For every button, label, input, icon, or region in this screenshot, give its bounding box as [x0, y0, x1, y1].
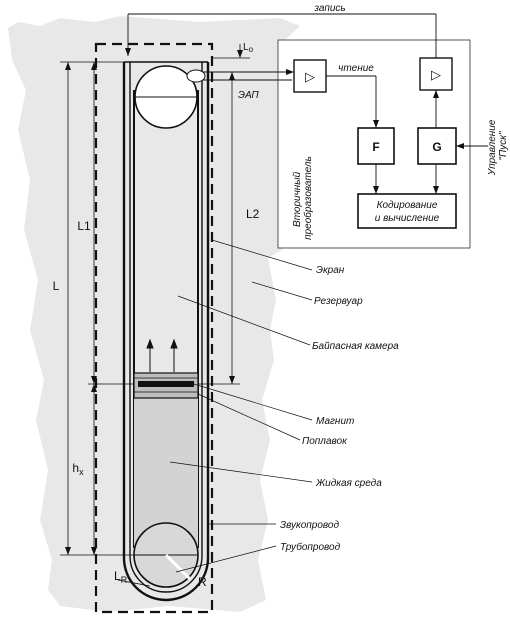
waveguide-outer — [122, 62, 210, 602]
bypass-label: Байпасная камера — [312, 341, 399, 352]
dimension-arrowheads — [65, 50, 243, 555]
read-amplifier-icon: ▷ — [305, 69, 315, 84]
dimension-lines — [60, 44, 250, 587]
dim-l1-label: L1 — [77, 219, 91, 233]
dim-l-label: L — [53, 279, 60, 293]
magnet-label: Магнит — [316, 416, 354, 427]
radius-line — [164, 553, 192, 581]
read-amplifier-block — [293, 59, 327, 93]
screen-outline — [94, 42, 214, 614]
control-label: Управление "Пуск" — [487, 117, 509, 176]
signal-arrowheads — [125, 48, 464, 194]
screen-label: Экран — [316, 265, 345, 276]
pipe-label: Трубопровод — [280, 541, 341, 553]
liquid-label: Жидкая среда — [315, 478, 382, 489]
write-amplifier-block — [419, 57, 453, 91]
dim-lr-label: LR — [114, 569, 128, 585]
block-f — [357, 127, 395, 165]
buoyancy-arrows — [146, 338, 178, 372]
block-g — [417, 127, 457, 165]
waveguide-label: Звукопровод — [280, 520, 339, 531]
dim-hx-label: hx — [72, 461, 84, 477]
dim-l2-label: L2 — [246, 207, 260, 221]
coding-label-1: Кодирование — [377, 200, 438, 211]
float-label: Поплавок — [302, 436, 348, 447]
secondary-converter-label: Вторичный преобразователь — [292, 156, 314, 240]
magnet-bar — [138, 381, 194, 387]
block-g-label: G — [432, 140, 441, 154]
write-amplifier-icon: ▷ — [431, 67, 441, 82]
block-f-label: F — [372, 140, 379, 154]
reservoir-label: Резервуар — [314, 296, 363, 307]
reservoir-area — [8, 16, 300, 612]
l0-label: Lo — [243, 42, 254, 54]
record-label: запись — [313, 3, 345, 14]
read-label: чтение — [338, 63, 374, 74]
leader-lines — [169, 239, 313, 573]
eap-sensor — [186, 69, 206, 83]
coding-label-2: и вычисление — [375, 213, 440, 224]
coding-block — [357, 193, 457, 229]
pipeline-inner — [129, 62, 203, 593]
dim-r-label: R — [198, 575, 207, 589]
eap-label: ЭАП — [238, 90, 259, 101]
